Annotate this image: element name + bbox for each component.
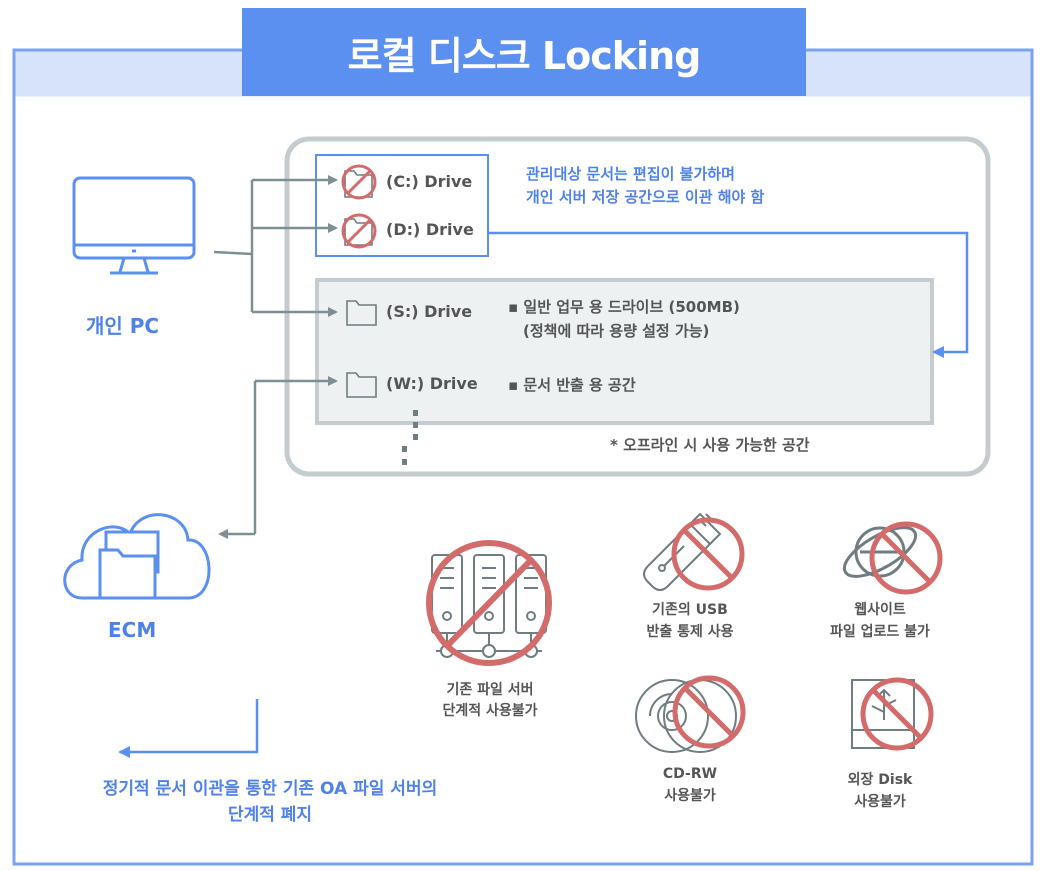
page-title: 로컬 디스크 Locking bbox=[242, 8, 806, 96]
prohibit-icon-c bbox=[341, 164, 377, 200]
pc-drive-connectors bbox=[213, 175, 338, 317]
allowed-drives-box bbox=[315, 278, 934, 425]
prohibit-icon-disk bbox=[860, 677, 934, 751]
web-caption-line1: 웹사이트 bbox=[854, 602, 906, 618]
prohibit-icon-server bbox=[426, 540, 552, 666]
server-caption-line2: 단계적 사용불가 bbox=[442, 703, 538, 719]
usb-caption: 기존의 USB 반출 통제 사용 bbox=[600, 599, 780, 643]
locked-drives-box bbox=[315, 154, 489, 257]
managed-note-line2: 개인 서버 저장 공간으로 이관 해야 함 bbox=[526, 188, 765, 206]
folder-icon-w bbox=[346, 372, 377, 398]
prohibit-slash-disk bbox=[871, 688, 923, 740]
prohibit-icon-usb bbox=[671, 517, 745, 591]
prohibit-icon-d bbox=[341, 213, 377, 249]
drive-panel bbox=[284, 136, 991, 477]
managed-note-line1: 관리대상 문서는 편집이 불가하며 bbox=[526, 165, 735, 183]
ecm-cloud-icon bbox=[63, 513, 211, 600]
w-ecm-connector bbox=[218, 376, 338, 539]
s-drive-note-line2: (정책에 따라 용량 설정 가능) bbox=[523, 322, 710, 340]
phase-out-caption: 정기적 문서 이관을 통한 기존 OA 파일 서버의 단계적 폐지 bbox=[50, 776, 490, 828]
server-caption-line1: 기존 파일 서버 bbox=[446, 682, 534, 698]
pc-monitor-icon bbox=[72, 176, 196, 275]
drive-w-label: (W:) Drive bbox=[386, 374, 478, 393]
migration-arrow bbox=[488, 231, 969, 358]
phase-out-caption-line1: 정기적 문서 이관을 통한 기존 OA 파일 서버의 bbox=[102, 779, 438, 799]
usb-caption-line2: 반출 통제 사용 bbox=[646, 624, 734, 640]
browser-ie-icon bbox=[842, 526, 918, 578]
web-caption-line2: 파일 업로드 불가 bbox=[830, 624, 930, 640]
offline-note: * 오프라인 시 사용 가능한 공간 bbox=[610, 436, 810, 454]
prohibit-slash-d bbox=[346, 218, 372, 244]
drive-c-label: (C:) Drive bbox=[386, 172, 473, 191]
disk-caption-line2: 사용불가 bbox=[854, 794, 906, 810]
pc-label: 개인 PC bbox=[86, 314, 160, 338]
drive-d-label: (D:) Drive bbox=[386, 220, 474, 239]
drive-s-label: (S:) Drive bbox=[386, 302, 473, 321]
prohibit-slash-web bbox=[880, 532, 932, 584]
w-drive-note: ▪ 문서 반출 용 공간 bbox=[508, 376, 636, 394]
prohibit-icon-web bbox=[869, 521, 943, 595]
cd-caption: CD-RW 사용불가 bbox=[600, 763, 780, 807]
s-drive-note-line1: ▪ 일반 업무 용 드라이브 (500MB) bbox=[508, 298, 740, 316]
prohibit-slash-usb bbox=[682, 528, 734, 580]
prohibit-icon-cd bbox=[672, 675, 746, 749]
cd-caption-line1: CD-RW bbox=[662, 766, 718, 782]
server-caption: 기존 파일 서버 단계적 사용불가 bbox=[400, 680, 580, 722]
prohibit-slash-cd bbox=[683, 686, 735, 738]
phase-out-caption-line2: 단계적 폐지 bbox=[227, 805, 313, 825]
disk-caption-line1: 외장 Disk bbox=[847, 772, 913, 788]
folder-icon-s bbox=[346, 300, 377, 326]
usb-caption-line1: 기존의 USB bbox=[652, 602, 728, 618]
disk-caption: 외장 Disk 사용불가 bbox=[790, 769, 970, 813]
web-caption: 웹사이트 파일 업로드 불가 bbox=[790, 599, 970, 643]
cd-caption-line2: 사용불가 bbox=[664, 788, 716, 804]
phase-out-arrow bbox=[118, 699, 259, 758]
more-drives-dots bbox=[402, 410, 418, 465]
prohibit-slash-c bbox=[346, 169, 372, 195]
ecm-label: ECM bbox=[108, 618, 157, 642]
prohibit-slash-server bbox=[444, 557, 534, 649]
